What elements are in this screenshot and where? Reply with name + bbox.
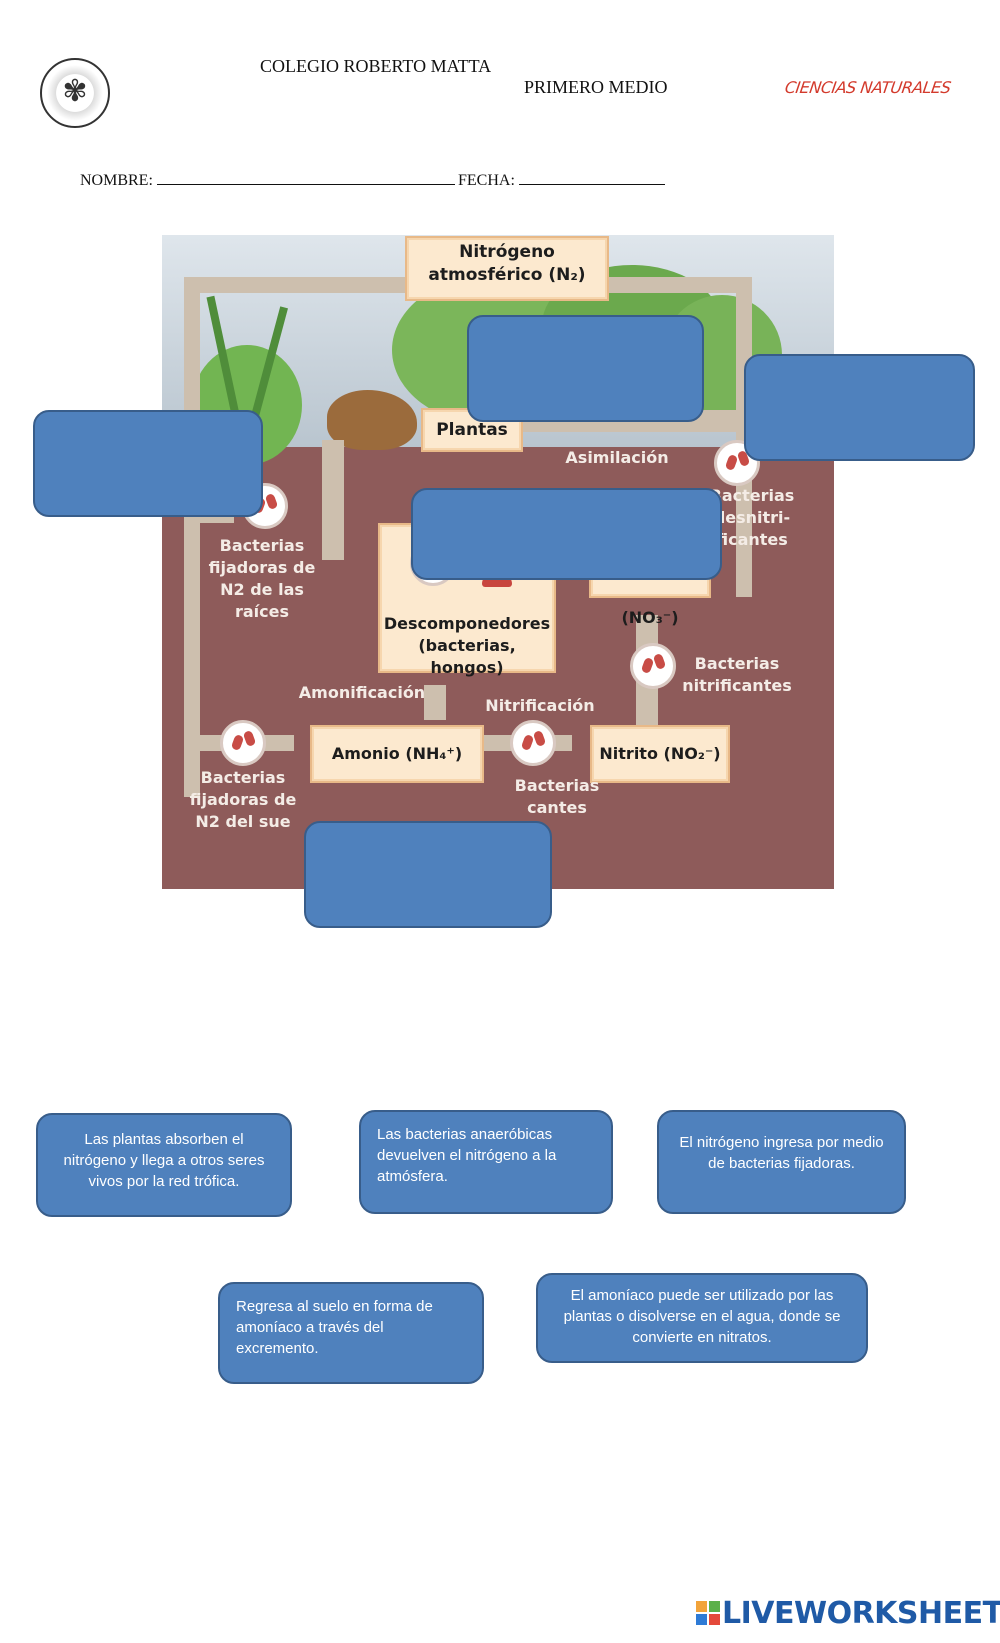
name-label: NOMBRE:	[80, 172, 153, 189]
liveworksheets-brand: LIVEWORKSHEETS	[722, 1596, 1000, 1631]
drop-zone-4[interactable]	[411, 488, 722, 580]
flow-arrow	[602, 277, 752, 293]
ammonium-box: Amonio (NH₄⁺)	[310, 725, 484, 783]
bacteria-icon	[510, 720, 556, 766]
school-name: COLEGIO ROBERTO MATTA	[260, 56, 492, 76]
date-blank	[518, 170, 665, 185]
liveworksheets-logo-icon	[696, 1601, 720, 1625]
flow-arrow	[184, 277, 409, 293]
atmospheric-line1: Nitrógeno	[459, 242, 555, 262]
soil-fixing-bacteria-label: Bacterias fijadoras de N2 del sue	[189, 768, 297, 831]
date-label: FECHA:	[458, 172, 515, 189]
answer-card[interactable]: El nitrógeno ingresa por medio de bacter…	[657, 1110, 906, 1214]
answer-card[interactable]: Regresa al suelo en forma de amoníaco a …	[218, 1282, 484, 1384]
drop-zone-1[interactable]	[467, 315, 704, 422]
flow-arrow	[184, 277, 200, 797]
school-logo	[40, 58, 110, 128]
flow-arrow	[322, 440, 344, 560]
flow-arrow	[424, 685, 446, 720]
answer-card[interactable]: El amoníaco puede ser utilizado por las …	[536, 1273, 868, 1363]
ammonification-label: Amonificación	[298, 683, 426, 702]
name-field: NOMBRE:	[80, 170, 455, 190]
denitrifying-bacteria-label: Bacterias desnitri- ficantes	[709, 486, 795, 549]
nitrite-box: Nitrito (NO₂⁻)	[590, 725, 730, 783]
nitrifying-bacteria-label: Bacterias nitrificantes	[682, 654, 792, 695]
school-emblem-icon: ✾	[62, 74, 88, 109]
date-field: FECHA:	[458, 170, 665, 190]
assimilation-label: Asimilación	[565, 448, 669, 467]
nitrifying-bacteria-label-2: Bacterias cantes	[514, 776, 600, 817]
bacteria-icon	[220, 720, 266, 766]
answer-card[interactable]: Las bacterias anaeróbicas devuelven el n…	[359, 1110, 613, 1214]
drop-zone-3[interactable]	[33, 410, 263, 517]
bacteria-icon	[630, 643, 676, 689]
grade-label: PRIMERO MEDIO	[524, 77, 668, 97]
decomposers-label: Descomponedores (bacterias, hongos)	[383, 614, 551, 677]
drop-zone-5[interactable]	[304, 821, 552, 928]
answer-card[interactable]: Las plantas absorben el nitrógeno y lleg…	[36, 1113, 292, 1217]
drop-zone-2[interactable]	[744, 354, 975, 461]
atmospheric-nitrogen-box: Nitrógeno atmosférico (N₂)	[405, 236, 609, 301]
subject-label: CIENCIAS NATURALES	[783, 78, 952, 97]
name-blank	[156, 170, 455, 185]
root-fixing-bacteria-label: Bacterias fijadoras de N2 de las raíces	[208, 536, 316, 621]
nitrification-label: Nitrificación	[485, 696, 595, 715]
atmospheric-line2: atmosférico (N₂)	[428, 265, 586, 285]
